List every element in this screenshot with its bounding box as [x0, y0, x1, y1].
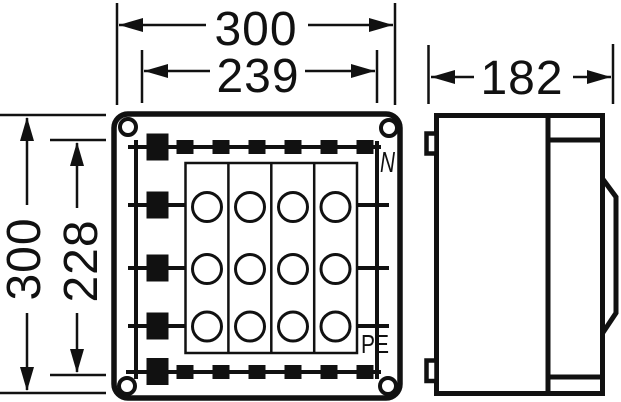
terminal-square [212, 365, 230, 379]
dim-overall-width-value: 300 [214, 3, 297, 56]
module-grid [184, 161, 359, 355]
front-view: N PE [111, 111, 403, 401]
arrow-left-icon [144, 64, 168, 78]
terminal-square [248, 140, 266, 154]
right-row-connectors [357, 203, 389, 328]
knockout-circle [319, 310, 352, 343]
dimensions: 300 239 182 300 [0, 3, 615, 395]
terminal-square [212, 140, 230, 154]
knockout-circle [191, 253, 223, 285]
knockout-circle [191, 191, 223, 223]
enclosure-side-outline [434, 113, 605, 396]
terminal-block [146, 254, 169, 282]
arrow-up-icon [20, 117, 34, 141]
dim-depth-value: 182 [480, 52, 563, 105]
knockout-circle [277, 310, 309, 343]
extension-lines [0, 113, 106, 395]
terminal-square [176, 365, 194, 379]
dim-fixing-height-value: 228 [55, 219, 108, 302]
mounting-tab [424, 358, 439, 384]
extension-lines [50, 138, 106, 377]
arrow-right-icon [351, 64, 375, 78]
knockout-circle [191, 310, 223, 343]
module-dividers [227, 163, 316, 353]
arrow-down-icon [20, 367, 34, 391]
arrow-left-icon [431, 70, 455, 84]
knockout-circle [234, 310, 266, 343]
terminal-block [146, 312, 169, 340]
dim-fixing-height: 228 [50, 138, 108, 377]
terminal-square [176, 140, 194, 154]
mounting-hole-icon [118, 117, 138, 137]
terminal-square [248, 365, 266, 379]
dim-overall-height: 300 [0, 113, 106, 395]
knockout-circle [234, 191, 266, 223]
mounting-hole-icon [378, 376, 398, 396]
extension-lines [140, 50, 379, 103]
arrow-right-icon [587, 70, 611, 84]
terminal-block [146, 191, 169, 219]
mounting-tab [424, 131, 439, 156]
terminal-block [146, 358, 169, 385]
arrow-left-icon [119, 18, 143, 32]
terminal-square [320, 365, 338, 379]
earth-terminal-label: PE [361, 329, 389, 359]
mounting-hole-icon [379, 118, 399, 138]
neutral-terminal-label: N [380, 147, 395, 179]
arrow-right-icon [369, 18, 393, 32]
knockout-circle [319, 253, 352, 285]
knockout-circle [277, 253, 309, 285]
terminal-square [356, 140, 374, 154]
terminal-square [320, 140, 338, 154]
terminal-block [146, 133, 169, 161]
terminal-square [356, 365, 374, 379]
terminal-square [284, 140, 302, 154]
dim-overall-height-value: 300 [0, 217, 51, 300]
knockout-circle [234, 253, 266, 285]
extension-lines [115, 3, 397, 105]
knockout-circle [319, 191, 352, 223]
side-view [424, 113, 619, 396]
arrow-up-icon [70, 142, 84, 166]
mounting-hole-icon [117, 376, 137, 396]
arrow-down-icon [70, 349, 84, 373]
dim-fixing-width: 239 [140, 50, 379, 103]
extension-lines [427, 44, 615, 104]
dim-depth: 182 [427, 44, 615, 105]
side-flange [599, 176, 619, 336]
dim-overall-width: 300 [115, 3, 397, 105]
terminal-square [284, 365, 302, 379]
dim-fixing-width-value: 239 [216, 50, 299, 103]
knockout-circle [277, 191, 309, 223]
